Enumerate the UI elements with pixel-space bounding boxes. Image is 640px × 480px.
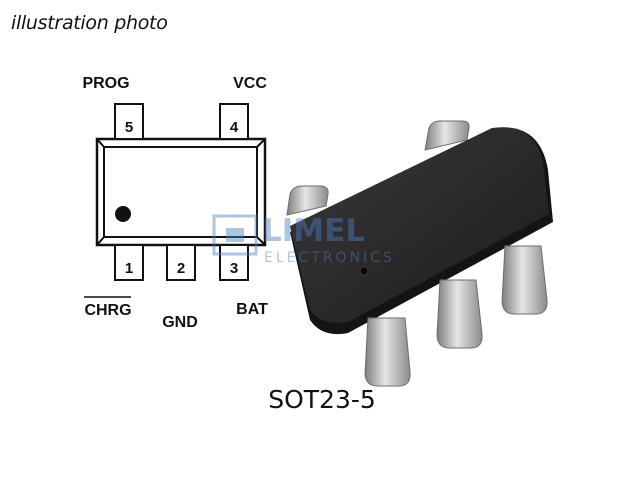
pin-5-name: PROG xyxy=(82,75,129,92)
caption: illustration photo xyxy=(11,12,168,34)
pin1-indicator-dot xyxy=(115,206,131,222)
pin-5-lead xyxy=(114,103,144,140)
schematic-package: 5 4 1 2 3 PROG VCC CHRG GND BAT xyxy=(82,75,268,331)
back-lead-left xyxy=(286,185,329,216)
pin-5-number: 5 xyxy=(125,119,133,136)
pin-1-name: CHRG xyxy=(84,302,131,319)
front-lead-middle xyxy=(436,279,483,349)
package-label: SOT23-5 xyxy=(268,385,376,414)
pin-1-lead xyxy=(114,244,144,281)
pin-4-number: 4 xyxy=(230,119,239,136)
package-inner-outline xyxy=(103,146,258,238)
pin-2-name: GND xyxy=(162,314,198,331)
pin-1-number: 1 xyxy=(125,260,133,277)
chip-body xyxy=(290,127,549,323)
chip-photo-render xyxy=(286,120,553,387)
watermark-logo-text: LIMEL xyxy=(262,213,365,249)
pin-3-lead xyxy=(219,244,249,281)
pin-2-lead xyxy=(166,244,196,281)
front-lead-left xyxy=(364,317,411,387)
pin-2-number: 2 xyxy=(177,260,185,277)
pin-3-number: 3 xyxy=(230,260,238,277)
watermark-logo-subtext: ELECTRONICS xyxy=(264,250,395,266)
watermark-logo-mark xyxy=(212,214,258,256)
pin-4-lead xyxy=(219,103,249,140)
pin-4-name: VCC xyxy=(233,75,267,92)
chip-pin1-dimple xyxy=(359,266,369,276)
pin-3-name: BAT xyxy=(236,301,268,318)
back-lead-right xyxy=(424,120,470,151)
front-lead-right xyxy=(501,245,548,315)
package-outline xyxy=(95,137,267,247)
watermark-logo: LIMEL ELECTRONICS xyxy=(212,213,395,266)
